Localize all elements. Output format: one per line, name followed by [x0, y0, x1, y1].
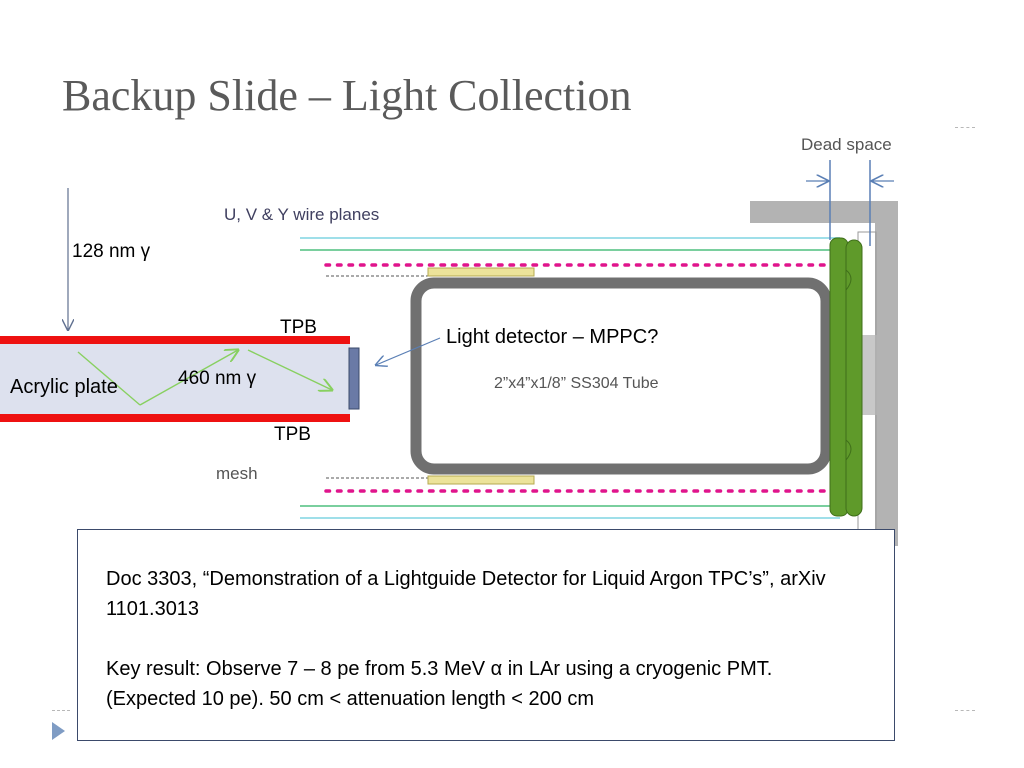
incident-photon-label: 128 nm γ	[72, 241, 151, 262]
wire-planes	[300, 237, 840, 519]
divider-dashes-bottom-left	[52, 710, 70, 711]
detector-pointer-arrow	[376, 337, 441, 365]
acrylic-plate-label: Acrylic plate	[10, 376, 118, 398]
shifted-photon-label: 460 nm γ	[178, 368, 257, 389]
spacer-top	[427, 267, 535, 277]
tpb-top-label: TPB	[280, 317, 317, 338]
light-detector-label: Light detector – MPPC?	[446, 326, 659, 348]
key-result-text: Key result: Observe 7 – 8 pe from 5.3 Me…	[106, 658, 773, 710]
divider-dashes-top	[955, 127, 975, 128]
shifted-light-path	[77, 350, 332, 406]
acrylic-plate	[0, 336, 350, 422]
wire-planes-label: U, V & Y wire planes	[224, 205, 380, 224]
tube-label: 2”x4”x1/8” SS304 Tube	[494, 375, 659, 392]
tpb-bottom-label: TPB	[274, 424, 311, 445]
mppc-sensor	[348, 347, 360, 410]
next-slide-arrow-icon[interactable]	[52, 722, 65, 740]
ss304-tube	[410, 277, 832, 475]
gray-bracket	[750, 201, 898, 546]
divider-dashes-bottom-right	[955, 710, 975, 711]
spacer-bottom	[427, 475, 535, 485]
dead-space-marker	[806, 160, 894, 246]
mesh-label: mesh	[216, 464, 258, 483]
green-rods	[829, 237, 863, 517]
reference-text: Doc 3303, “Demonstration of a Lightguide…	[106, 568, 826, 620]
dead-space-label: Dead space	[801, 135, 892, 154]
slide-title: Backup Slide – Light Collection	[62, 71, 632, 120]
reference-callout: Doc 3303, “Demonstration of a Lightguide…	[77, 529, 895, 741]
